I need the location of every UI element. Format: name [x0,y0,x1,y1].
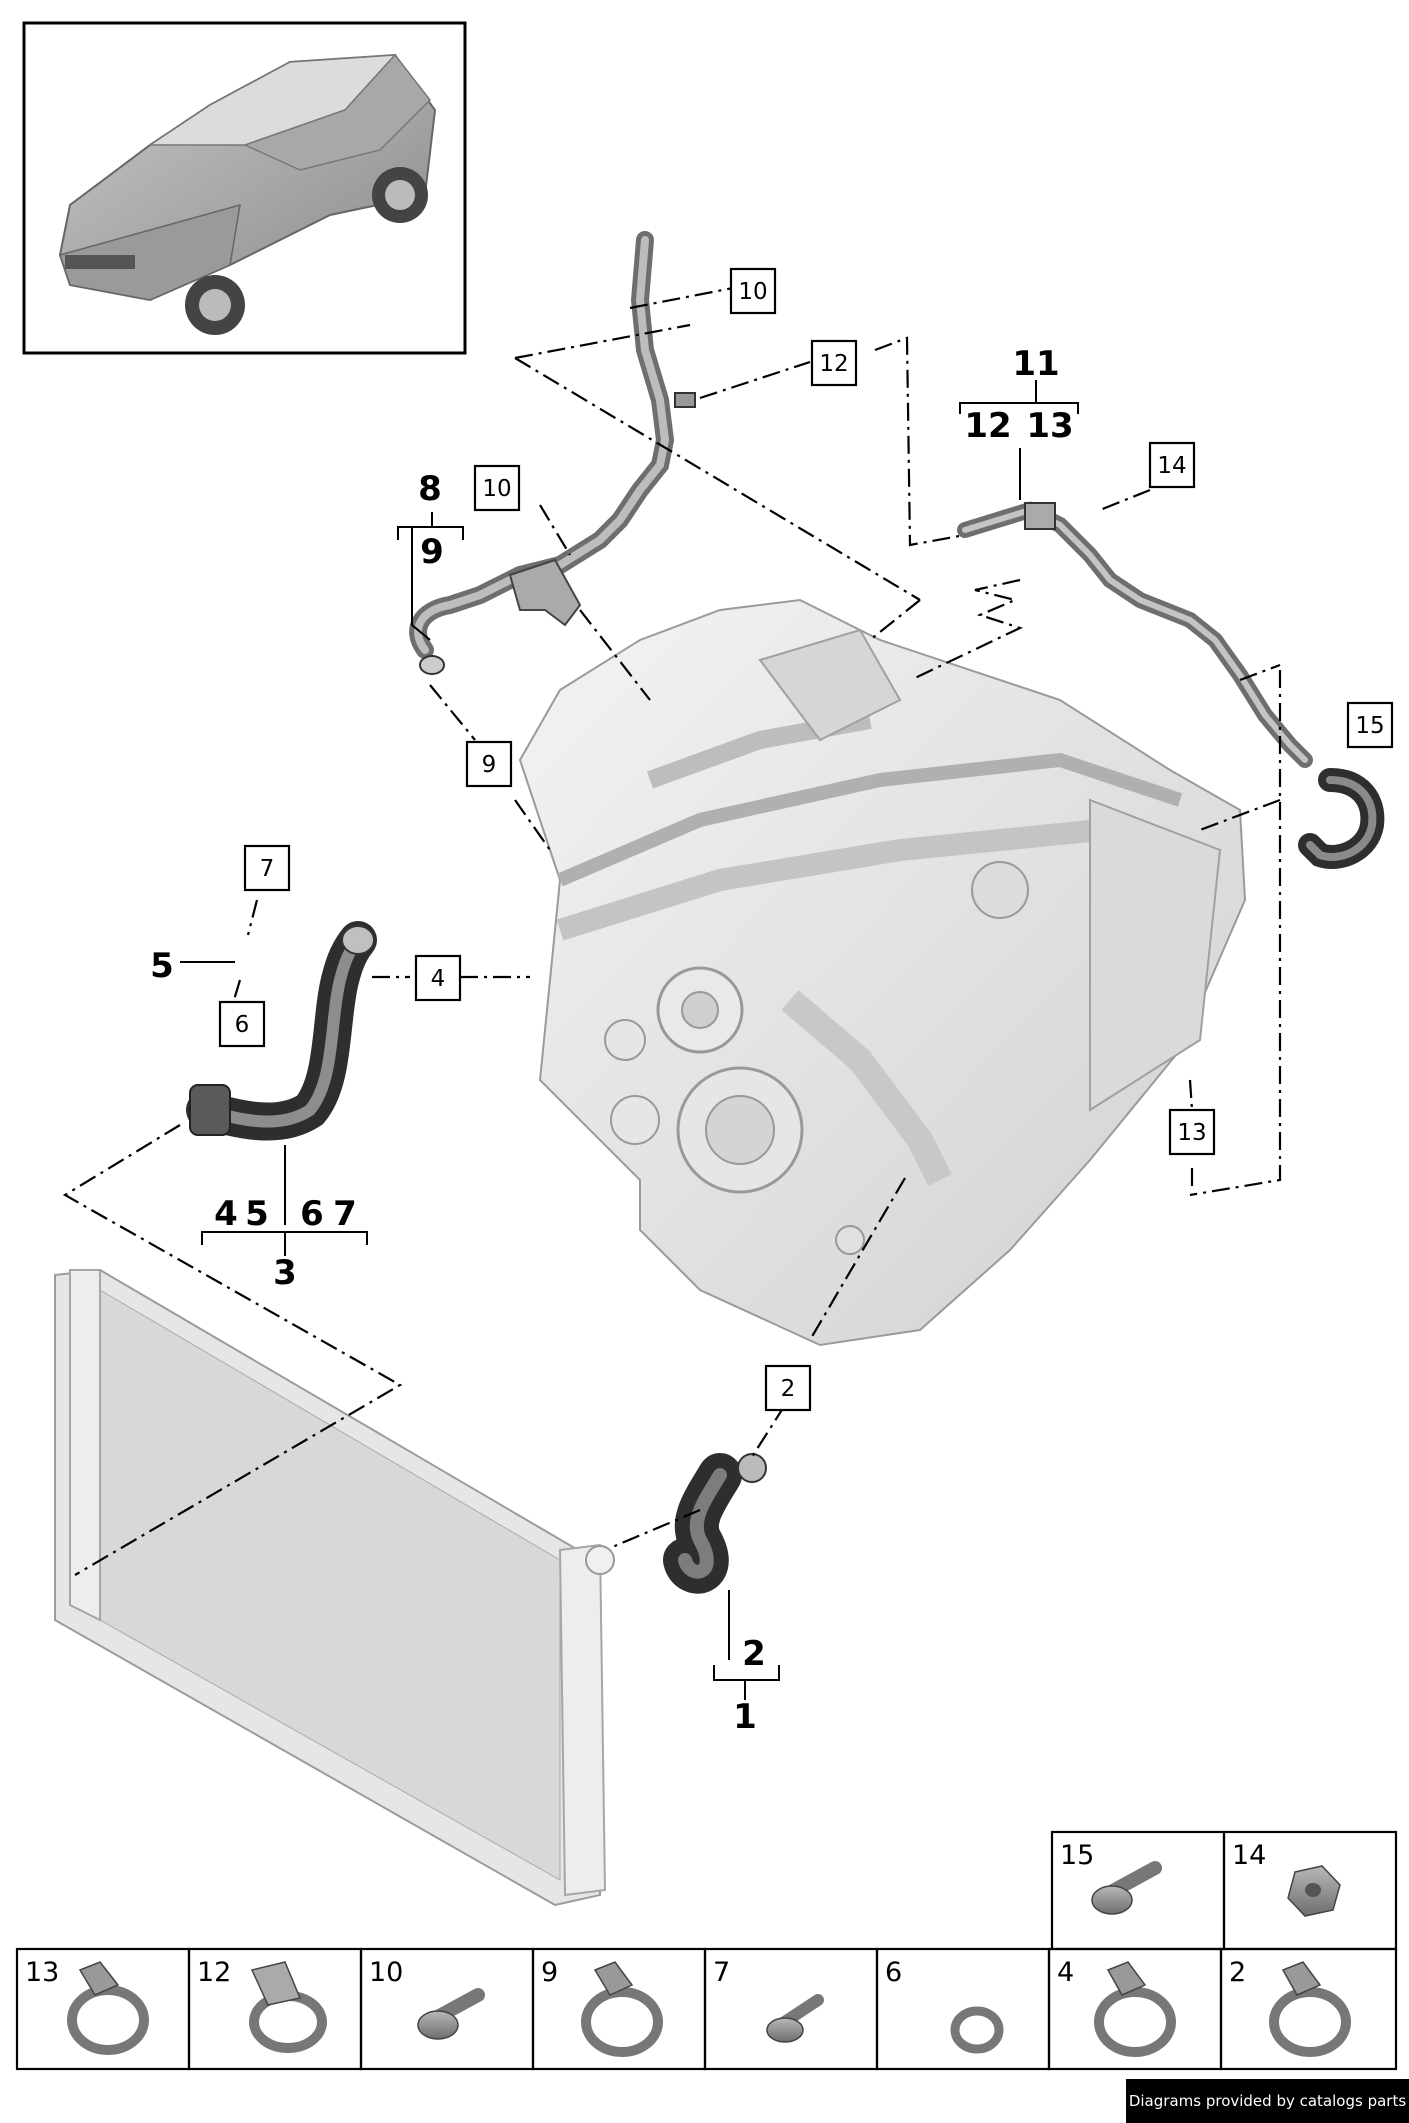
hose-clamp-icon [1094,1961,1176,2057]
engine-assembly [518,598,1247,1347]
callout-box-12-top[interactable]: 12 [810,339,858,387]
pipe-part-8 [409,231,696,675]
vehicle-thumbnail [22,21,467,355]
table-cell-label-2: 2 [1229,1957,1246,1988]
group-label-2[interactable]: 2 [742,1634,766,1674]
svg-text:2: 2 [781,1376,796,1402]
group-label-13[interactable]: 13 [1026,406,1073,446]
callout-box-14[interactable]: 14 [1148,441,1196,489]
svg-text:6: 6 [235,1012,250,1038]
callout-box-10-top[interactable]: 10 [729,267,777,315]
seal-ring-icon [950,2006,1004,2054]
hose-clamp-icon [67,1961,149,2055]
svg-text:13: 13 [1177,1120,1206,1146]
callout-box-15[interactable]: 15 [1346,701,1394,749]
table-cell-label-9: 9 [541,1957,558,1988]
bolt-icon [417,1988,485,2040]
hose-clamp-icon [581,1961,663,2057]
group-label-3-7[interactable]: 7 [333,1194,357,1234]
svg-text:10: 10 [738,279,767,305]
svg-text:7: 7 [260,856,275,882]
callout-box-4[interactable]: 4 [414,954,462,1002]
group-label-3-4[interactable]: 4 [214,1194,238,1234]
table-cell-label-14: 14 [1232,1840,1266,1871]
table-cell-label-12: 12 [197,1957,231,1988]
callout-box-6[interactable]: 6 [218,1000,266,1048]
hose-part-3 [186,921,377,1141]
table-cell-label-4: 4 [1057,1957,1074,1988]
svg-text:15: 15 [1355,713,1384,739]
group-label-3-5[interactable]: 5 [245,1194,269,1234]
svg-text:10: 10 [482,476,511,502]
hose-part-1 [663,1453,767,1594]
table-cell-label-13: 13 [25,1957,59,1988]
credit-banner: Diagrams provided by catalogs parts [1126,2079,1409,2123]
group-label-3-6[interactable]: 6 [300,1194,324,1234]
leader-lines [62,286,1282,1576]
group-label-1[interactable]: 1 [733,1697,757,1737]
radiator [54,1268,615,1907]
table-cell-label-10: 10 [369,1957,403,1988]
screw-icon [1091,1861,1162,1915]
callout-box-7[interactable]: 7 [243,844,291,892]
group-label-12[interactable]: 12 [964,406,1011,446]
group-label-9[interactable]: 9 [420,532,444,572]
svg-text:12: 12 [819,351,848,377]
svg-text:9: 9 [482,752,497,778]
group-label-3[interactable]: 3 [273,1253,297,1293]
group-label-5[interactable]: 5 [150,946,174,986]
pipe-part-11 [957,501,1385,869]
table-cell-label-6: 6 [885,1957,902,1988]
callout-box-13[interactable]: 13 [1168,1108,1216,1156]
table-cell-label-15: 15 [1060,1840,1094,1871]
svg-text:14: 14 [1157,453,1186,479]
callout-box-9[interactable]: 9 [465,740,513,788]
bolt-icon [766,1994,824,2043]
hose-clamp-icon [1269,1961,1351,2057]
bracket-lines [180,380,1079,1700]
group-label-8[interactable]: 8 [418,469,442,509]
callout-box-2[interactable]: 2 [764,1364,812,1412]
callout-box-10-mid[interactable]: 10 [473,464,521,512]
group-label-11[interactable]: 11 [1012,344,1059,384]
svg-text:4: 4 [431,966,446,992]
spring-clamp-icon [249,1961,327,2053]
nut-icon [1287,1865,1341,1917]
table-cell-label-7: 7 [713,1957,730,1988]
parts-table-bottom [15,1947,1398,2071]
